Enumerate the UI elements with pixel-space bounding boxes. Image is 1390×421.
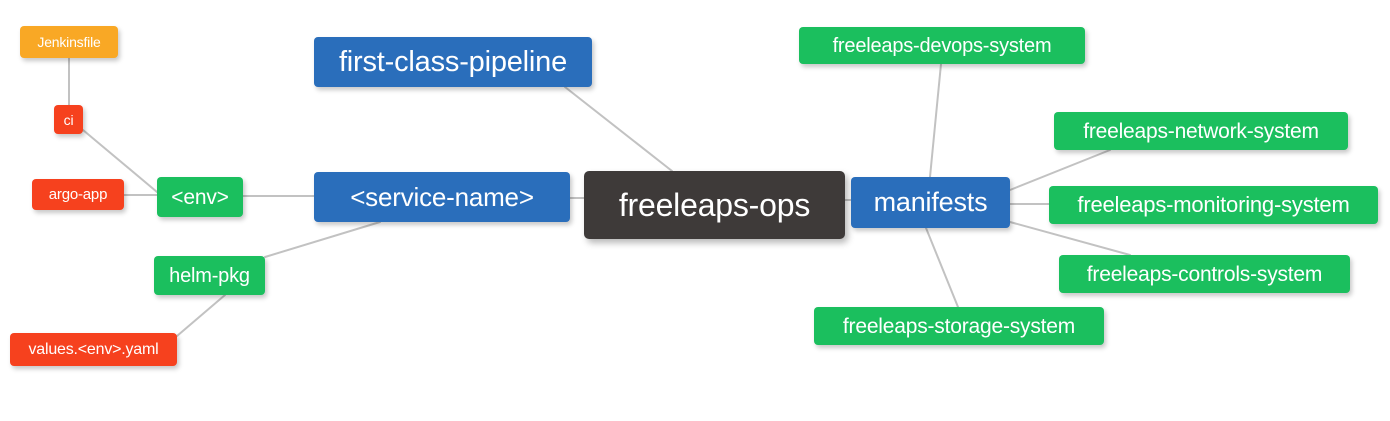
mindmap-node-first-class-pipeline[interactable]: first-class-pipeline — [314, 37, 592, 87]
edge-helm-pkg-to-service-name — [264, 221, 381, 258]
mindmap-node-jenkinsfile[interactable]: Jenkinsfile — [20, 26, 118, 58]
mindmap-node-freeleaps-devops-system[interactable]: freeleaps-devops-system — [799, 27, 1085, 64]
edge-manifests-to-freeleaps-devops-system — [929, 63, 942, 178]
mindmap-node-freeleaps-ops[interactable]: freeleaps-ops — [584, 171, 845, 239]
edge-values-yaml-to-helm-pkg — [176, 294, 226, 337]
mindmap-node-ci[interactable]: ci — [54, 105, 83, 134]
mindmap-node-values-yaml[interactable]: values.<env>.yaml — [10, 333, 177, 366]
edge-manifests-to-freeleaps-controls-system — [1009, 221, 1131, 256]
mindmap-node-env[interactable]: <env> — [157, 177, 243, 217]
mindmap-node-helm-pkg[interactable]: helm-pkg — [154, 256, 265, 295]
mindmap-node-freeleaps-storage-system[interactable]: freeleaps-storage-system — [814, 307, 1104, 345]
mindmap-node-freeleaps-network-system[interactable]: freeleaps-network-system — [1054, 112, 1348, 150]
edge-first-class-pipeline-to-freeleaps-ops — [564, 86, 673, 172]
edge-manifests-to-freeleaps-network-system — [1009, 149, 1111, 191]
mindmap-node-manifests[interactable]: manifests — [851, 177, 1010, 228]
mindmap-node-service-name[interactable]: <service-name> — [314, 172, 570, 222]
mindmap-node-freeleaps-monitoring-system[interactable]: freeleaps-monitoring-system — [1049, 186, 1378, 224]
edge-manifests-to-freeleaps-storage-system — [925, 227, 959, 308]
mindmap-node-freeleaps-controls-system[interactable]: freeleaps-controls-system — [1059, 255, 1350, 293]
mindmap-node-argo-app[interactable]: argo-app — [32, 179, 124, 210]
